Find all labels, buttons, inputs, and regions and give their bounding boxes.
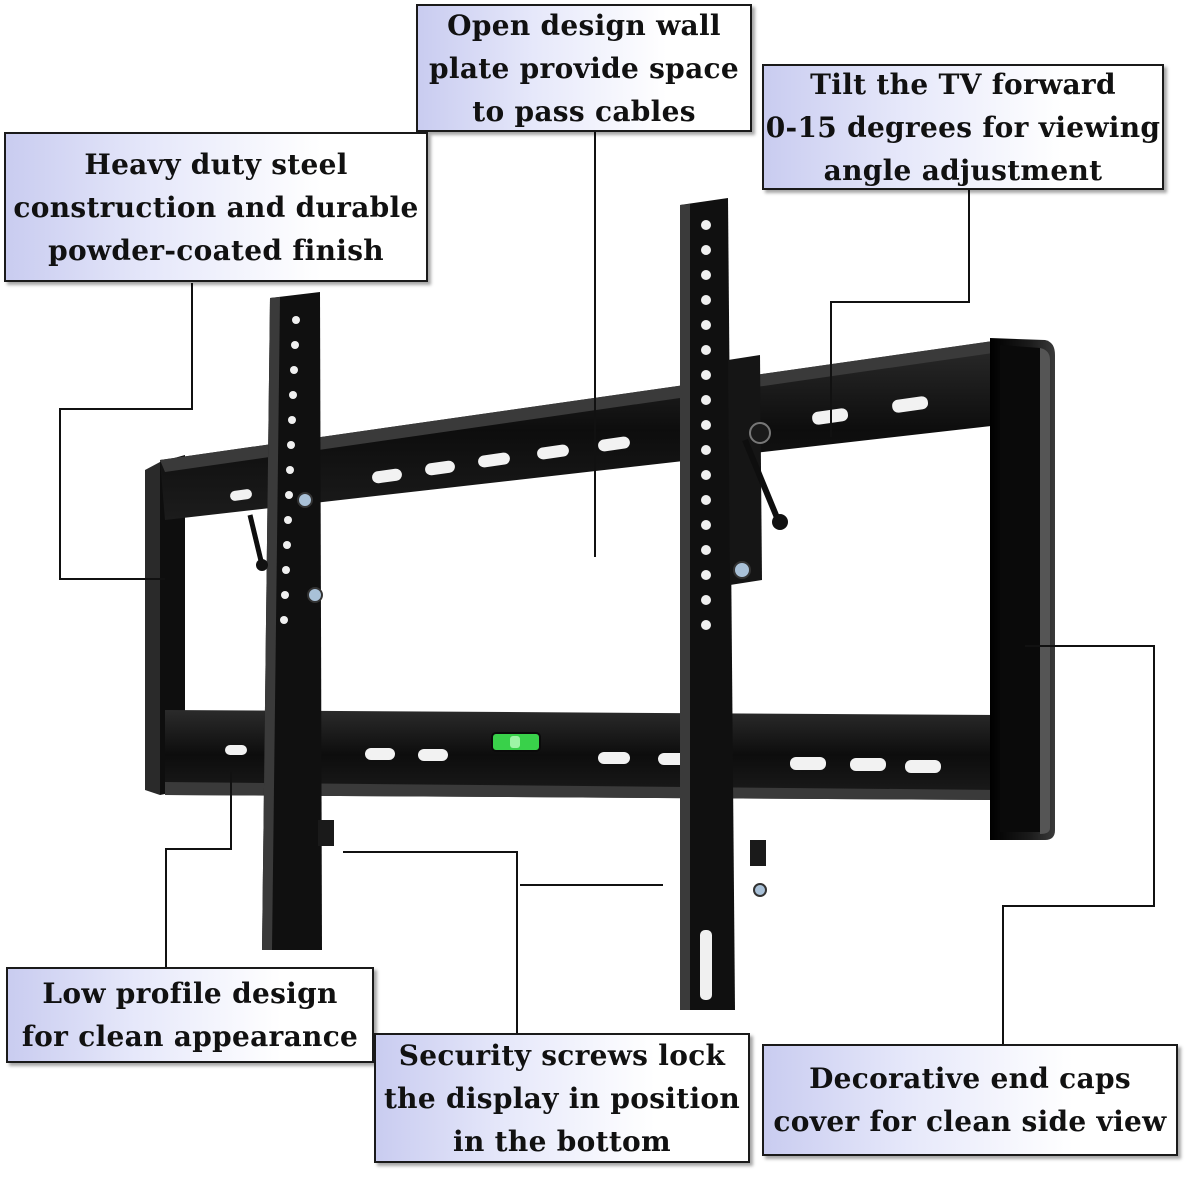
callout-end-caps: Decorative end caps cover for clean side… [762, 1044, 1178, 1156]
leader-line [1002, 905, 1155, 907]
leader-line [343, 851, 518, 853]
tilt-handle [742, 438, 781, 522]
leader-line [830, 301, 832, 437]
callout-text: Security screws lock the display in posi… [383, 1038, 741, 1158]
leader-line [1025, 645, 1155, 647]
callout-text: Tilt the TV forward 0-15 degrees for vie… [765, 67, 1161, 187]
top-rail [160, 340, 1000, 520]
leader-line [830, 301, 970, 303]
leader-line [165, 848, 232, 850]
tilt-bracket [728, 355, 762, 585]
leader-line [968, 190, 970, 303]
screw [307, 587, 323, 603]
callout-text: Decorative end caps cover for clean side… [773, 1062, 1167, 1138]
leader-line [1153, 645, 1155, 907]
left-frame-side [160, 455, 185, 795]
leader-line [594, 132, 596, 557]
bottom-rail-slots [225, 745, 941, 773]
leader-line [165, 848, 167, 968]
left-arm-holes [280, 316, 300, 624]
callout-security-screws: Security screws lock the display in posi… [374, 1033, 750, 1163]
callout-text: Open design wall plate provide space to … [429, 8, 739, 128]
leader-line [191, 283, 193, 410]
screw [297, 492, 313, 508]
leader-line [1002, 905, 1004, 1045]
security-screw [318, 820, 334, 846]
callout-low-profile: Low profile design for clean appearance [6, 967, 374, 1063]
callout-text: Heavy duty steel construction and durabl… [13, 147, 419, 267]
leader-line [59, 408, 61, 580]
callout-heavy-duty: Heavy duty steel construction and durabl… [4, 132, 428, 282]
top-rail-slots [230, 396, 929, 501]
screw [733, 561, 751, 579]
leader-line [59, 408, 193, 410]
callout-text: Low profile design for clean appearance [21, 977, 359, 1053]
leader-line [59, 578, 165, 580]
bottom-rail [165, 710, 1000, 800]
leader-line [520, 884, 663, 886]
right-arm-holes [701, 220, 711, 630]
callout-tilt: Tilt the TV forward 0-15 degrees for vie… [762, 64, 1164, 190]
callout-open-design: Open design wall plate provide space to … [416, 4, 752, 132]
leader-line [516, 851, 518, 1034]
security-screw [750, 840, 766, 866]
leader-line [230, 772, 232, 850]
